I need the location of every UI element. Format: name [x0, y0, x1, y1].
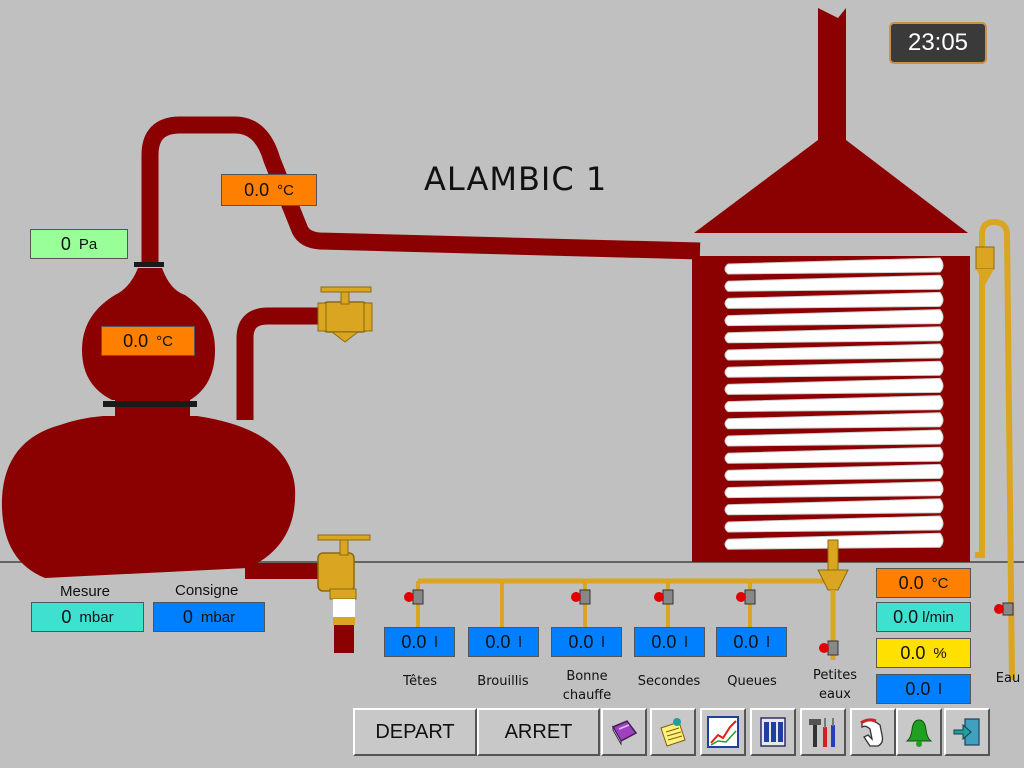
fraction-unit: l: [434, 633, 438, 651]
fraction-queues-display: 0.0 l: [716, 627, 787, 657]
chart-icon: [707, 716, 739, 748]
fraction-unit: l: [518, 633, 522, 651]
cooling-volume-display: 0.0 l: [876, 674, 971, 704]
fraction-value: 0.0: [485, 631, 511, 652]
fraction-value: 0.0: [568, 631, 594, 652]
coil-turn: [724, 429, 944, 447]
branch-valve-handle[interactable]: [654, 592, 664, 602]
cooling-percent-unit: %: [933, 644, 947, 662]
head-temp-unit: °C: [156, 332, 173, 350]
coil-turn: [724, 395, 944, 413]
book-button[interactable]: [601, 708, 647, 756]
coil-turn: [724, 498, 944, 516]
coil-turn: [724, 360, 944, 378]
coil-turn: [724, 377, 944, 395]
fraction-unit: l: [684, 633, 688, 651]
fraction-unit: l: [601, 633, 605, 651]
branch-valve-body: [827, 640, 839, 656]
column-temp-display: 0.0 °C: [221, 174, 317, 206]
consigne-label: Consigne: [175, 582, 239, 599]
hand-button[interactable]: [850, 708, 896, 756]
fraction-value: 0.0: [651, 631, 677, 652]
fraction-unit: l: [766, 633, 770, 651]
fraction-secondes-display: 0.0 l: [634, 627, 705, 657]
panel-button[interactable]: [750, 708, 796, 756]
notepad-icon: [660, 718, 686, 747]
branch-valve-body: [412, 589, 424, 605]
column-temp-unit: °C: [277, 181, 294, 199]
chart-button[interactable]: [700, 708, 746, 756]
clock-display: 23:05: [889, 22, 987, 64]
fraction-bonne-chauffe-label: Bonne chauffe: [562, 669, 612, 703]
arret-button[interactable]: ARRET: [477, 708, 600, 756]
mesure-value: 0: [61, 606, 72, 627]
cooling-percent-value: 0.0: [900, 642, 926, 663]
tools-icon: [809, 718, 835, 747]
column-temp-value: 0.0: [244, 179, 270, 200]
branch-valve-handle[interactable]: [571, 592, 581, 602]
cooling-temp-unit: °C: [931, 574, 949, 592]
coil-turn: [724, 343, 944, 361]
bell-button[interactable]: [896, 708, 942, 756]
mesure-display: 0 mbar: [31, 602, 144, 632]
branch-valve-body: [579, 589, 591, 605]
book-icon: [611, 720, 638, 746]
coil-turn: [724, 309, 944, 327]
cooling-volume-unit: l: [938, 680, 942, 698]
cooling-flow-value: 0.0: [893, 606, 919, 627]
branch-valve-handle[interactable]: [819, 643, 829, 653]
consigne-display[interactable]: 0 mbar: [153, 602, 265, 632]
consigne-unit: mbar: [200, 608, 236, 626]
branch-valve-handle[interactable]: [736, 592, 746, 602]
coil-turn: [724, 463, 944, 481]
coil-turn: [724, 515, 944, 533]
cooling-percent-display: 0.0 %: [876, 638, 971, 668]
fraction-brouillis-display: 0.0 l: [468, 627, 539, 657]
fraction-secondes-label: Secondes: [637, 674, 701, 689]
coil-turn: [724, 481, 944, 499]
tools-button[interactable]: [800, 708, 846, 756]
mesure-label: Mesure: [60, 583, 111, 600]
petites-eaux-label: Petites eaux: [813, 668, 857, 702]
page-title: ALAMBIC 1: [424, 160, 608, 198]
hand-icon: [860, 718, 884, 747]
mesure-unit: mbar: [79, 608, 114, 626]
fraction-brouillis-label: Brouillis: [477, 674, 529, 689]
fraction-bonne-chauffe-display: 0.0 l: [551, 627, 622, 657]
fraction-queues-label: Queues: [727, 674, 777, 689]
pressure-value: 0: [60, 233, 71, 254]
branch-valve-body: [662, 589, 674, 605]
panel-icon: [760, 717, 786, 747]
consigne-value: 0: [182, 606, 193, 627]
exit-button[interactable]: [944, 708, 990, 756]
branch-valve-body: [744, 589, 756, 605]
branch-valve-handle[interactable]: [404, 592, 414, 602]
fraction-value: 0.0: [401, 631, 427, 652]
cooling-flow-display: 0.0 l/min: [876, 602, 971, 632]
coil-turn: [724, 326, 944, 344]
notepad-button[interactable]: [650, 708, 696, 756]
fraction-tetes-label: Têtes: [403, 674, 437, 689]
coil-turn: [724, 291, 944, 309]
fraction-value: 0.0: [733, 631, 759, 652]
exit-icon: [953, 718, 980, 746]
fraction-tetes-display: 0.0 l: [384, 627, 455, 657]
cooling-temp-display: 0.0 °C: [876, 568, 971, 598]
pressure-unit: Pa: [78, 235, 98, 253]
cooling-flow-unit: l/min: [922, 608, 954, 626]
bell-icon: [905, 719, 933, 747]
cooling-volume-value: 0.0: [905, 678, 931, 699]
cooling-temp-value: 0.0: [898, 572, 924, 593]
pressure-display: 0 Pa: [30, 229, 128, 259]
eau-label: Eau: [995, 671, 1021, 686]
coil-turn: [724, 446, 944, 464]
head-temp-display: 0.0 °C: [101, 326, 195, 356]
coil-turn: [724, 412, 944, 430]
coil-turn: [724, 257, 944, 275]
depart-button[interactable]: DEPART: [353, 708, 477, 756]
head-temp-value: 0.0: [123, 330, 149, 351]
coil-turn: [724, 274, 944, 292]
